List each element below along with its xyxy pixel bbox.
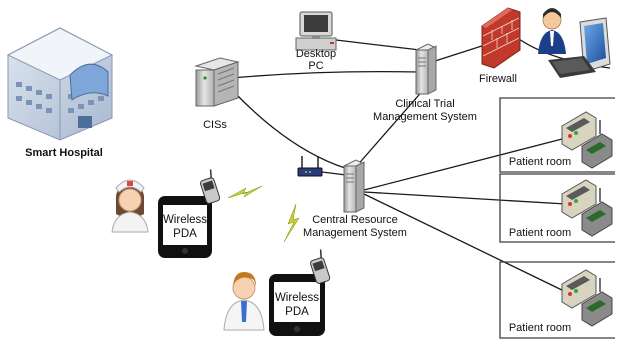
bed-monitor-icon: [561, 269, 613, 327]
nurse-icon: [111, 179, 149, 233]
bed-monitor-icon: [561, 111, 613, 169]
ciss-label: CISs: [203, 119, 227, 131]
server-icon: [194, 57, 240, 107]
link-ciss-ctms: [231, 70, 421, 79]
pda-icon: [269, 249, 331, 336]
pda-doctor-label-line2: PDA: [285, 306, 309, 318]
doctor-icon: [223, 272, 265, 331]
server-icon: [414, 43, 438, 95]
patient-room: Patient room: [499, 173, 615, 243]
building-icon: [6, 27, 114, 141]
link-crms-room1: [363, 137, 567, 191]
ctms-label-line1: Clinical Trial: [395, 98, 454, 110]
link-ciss-crms: [233, 91, 346, 169]
hospital-label: Smart Hospital: [25, 147, 103, 159]
link-crms-room2: [363, 191, 567, 205]
room-label: Patient room: [509, 227, 571, 239]
lightning-icon: [283, 203, 300, 243]
desktop-label-line1: Desktop: [296, 48, 336, 60]
bed-monitor-icon: [561, 179, 613, 237]
crms-label-line2: Management System: [303, 227, 407, 239]
pda-doctor-label-line1: Wireless: [275, 292, 319, 304]
monitor-icon: [548, 17, 611, 78]
room-label: Patient room: [509, 156, 571, 168]
desktop-pc-icon: [295, 11, 337, 51]
link-router-crms: [321, 171, 347, 176]
firewall-icon: [481, 7, 521, 69]
link-ctms-crms: [354, 87, 426, 169]
link-ctms-firewall: [431, 43, 489, 63]
link-crms-room3: [363, 193, 567, 293]
ctms-label-line2: Management System: [373, 111, 477, 123]
user-icon: [538, 8, 566, 54]
pda-icon: [158, 169, 221, 258]
server-icon: [342, 159, 366, 213]
desktop-label-line2: PC: [308, 60, 323, 72]
link-desktop-ctms: [335, 39, 421, 51]
pda-nurse-label-line2: PDA: [173, 228, 197, 240]
lightning-icon: [227, 185, 263, 199]
patient-room: Patient room: [499, 97, 615, 173]
router-icon: [297, 156, 323, 177]
room-label: Patient room: [509, 322, 571, 334]
firewall-label: Firewall: [479, 73, 517, 85]
patient-room: Patient room: [499, 261, 615, 339]
pda-nurse-label-line1: Wireless: [163, 214, 207, 226]
crms-label-line1: Central Resource: [312, 214, 398, 226]
